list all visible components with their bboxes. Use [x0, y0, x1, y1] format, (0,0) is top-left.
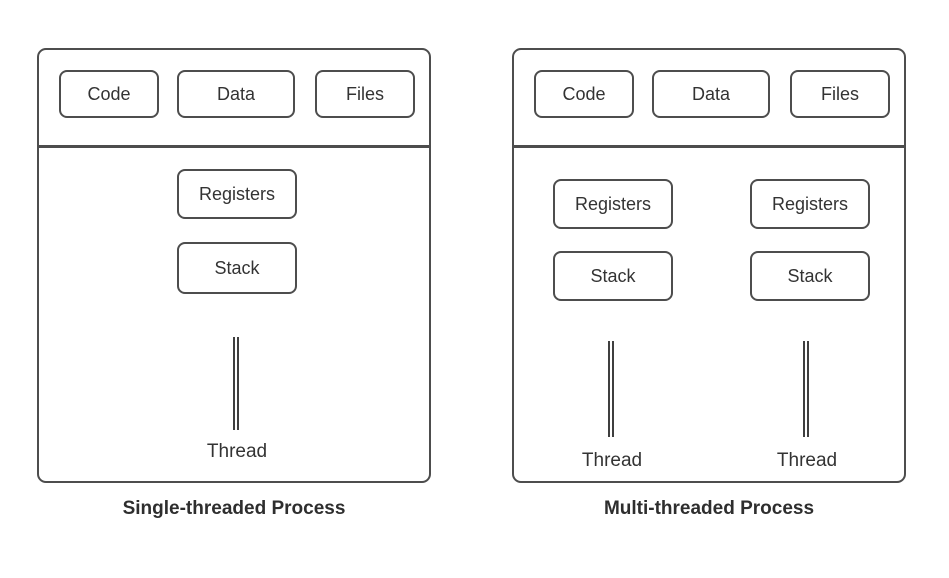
- thread-label: Thread: [776, 450, 838, 471]
- multi-threaded-caption: Multi-threaded Process: [603, 498, 815, 519]
- code-label: Code: [562, 83, 606, 104]
- thread-lines-icon: [233, 337, 239, 430]
- single-threaded-process-container: Code Data Files Registers Stack Thread: [37, 48, 431, 483]
- multi-threaded-process-container: Code Data Files Registers Stack Thread R…: [512, 48, 906, 483]
- registers-label: Registers: [771, 193, 849, 214]
- stack-label: Stack: [787, 265, 833, 286]
- data-label: Data: [216, 83, 256, 104]
- process-memory-section: Code Data Files: [39, 50, 429, 148]
- registers-label: Registers: [574, 193, 652, 214]
- stack-box: Stack: [553, 251, 673, 301]
- stack-label: Stack: [214, 257, 260, 278]
- files-box: Files: [790, 70, 890, 118]
- thread-lines-icon: [608, 341, 614, 437]
- data-box: Data: [177, 70, 295, 118]
- stack-label: Stack: [590, 265, 636, 286]
- data-label: Data: [691, 83, 731, 104]
- files-label: Files: [345, 83, 384, 104]
- registers-box: Registers: [553, 179, 673, 229]
- thread-label: Thread: [206, 441, 268, 462]
- code-box: Code: [59, 70, 159, 118]
- process-memory-section: Code Data Files: [514, 50, 904, 148]
- thread-label: Thread: [581, 450, 643, 471]
- data-box: Data: [652, 70, 770, 118]
- stack-box: Stack: [177, 242, 297, 294]
- registers-label: Registers: [198, 183, 276, 204]
- files-label: Files: [820, 83, 859, 104]
- code-box: Code: [534, 70, 634, 118]
- code-label: Code: [87, 83, 131, 104]
- single-threaded-caption: Single-threaded Process: [122, 498, 346, 519]
- registers-box: Registers: [177, 169, 297, 219]
- files-box: Files: [315, 70, 415, 118]
- thread-lines-icon: [803, 341, 809, 437]
- stack-box: Stack: [750, 251, 870, 301]
- registers-box: Registers: [750, 179, 870, 229]
